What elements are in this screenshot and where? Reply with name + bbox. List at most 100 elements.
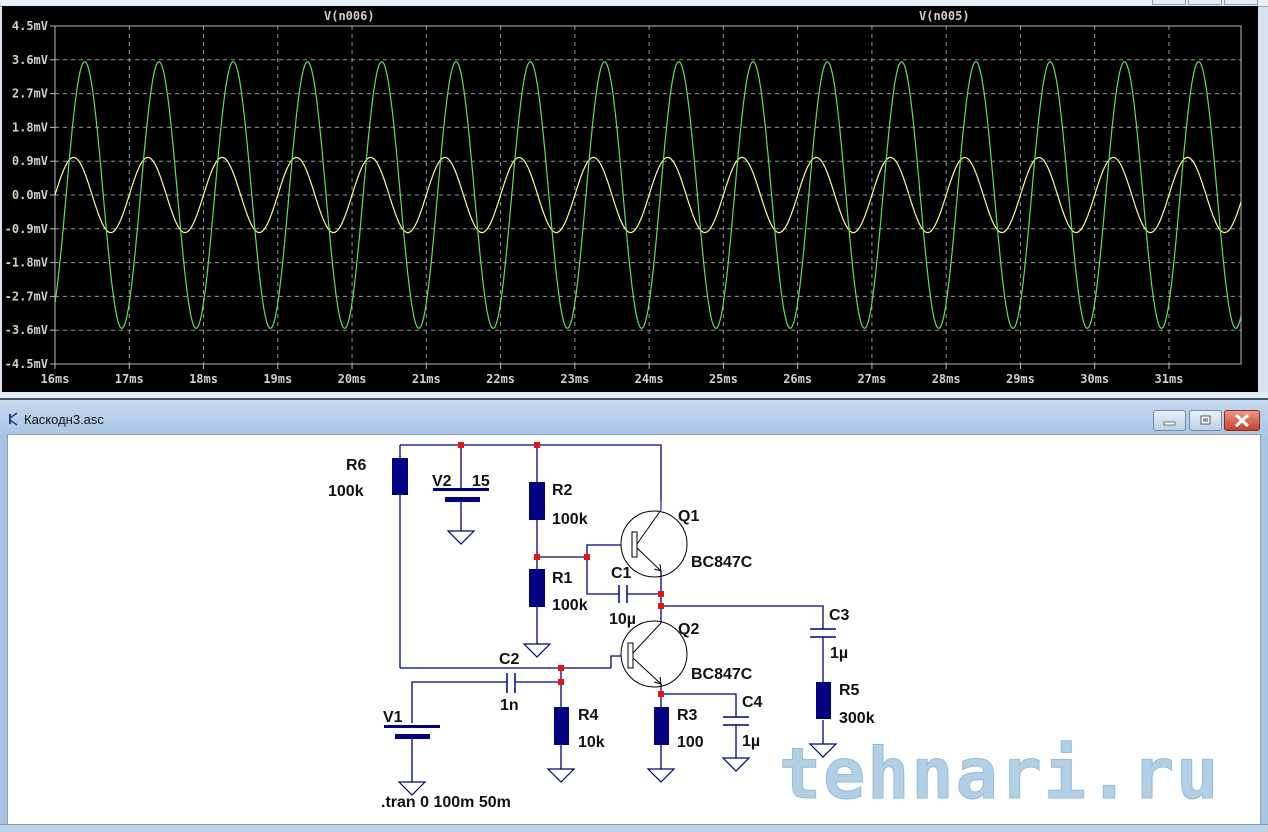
r5-ref: R5 — [839, 682, 860, 699]
y-tick-label: -4.5mV — [5, 357, 48, 371]
voltage-source-v2[interactable] — [433, 488, 489, 502]
x-tick-label: 25ms — [709, 372, 738, 386]
v1-ref: V1 — [383, 709, 403, 726]
close-button[interactable] — [1224, 410, 1260, 431]
minimize-button[interactable] — [1152, 0, 1186, 5]
resistor-r6[interactable] — [392, 458, 408, 495]
maximize-button[interactable] — [1188, 0, 1222, 5]
ground-icon — [397, 781, 427, 796]
ground-icon — [522, 643, 552, 658]
schematic-canvas[interactable]: R6 100k V2 15 R2 100k R1 100k Q1 BC847C … — [7, 434, 1261, 826]
y-tick-label: -2.7mV — [5, 289, 48, 303]
r5-value[interactable]: 300k — [839, 710, 875, 727]
x-tick-label: 18ms — [189, 372, 218, 386]
ground-icon — [446, 530, 476, 545]
c2-value[interactable]: 1n — [500, 697, 519, 714]
trace-v-n005 — [54, 61, 1242, 329]
capacitors — [506, 585, 836, 726]
r1-value[interactable]: 100k — [552, 597, 588, 614]
ground-icon — [721, 757, 751, 772]
waveform-window-buttons — [1152, 0, 1258, 5]
x-tick-label: 16ms — [41, 372, 70, 386]
voltage-source-v1[interactable] — [384, 725, 440, 739]
q1-ref: Q1 — [678, 508, 699, 525]
r6-ref: R6 — [346, 457, 367, 474]
resistor-r5[interactable] — [816, 682, 831, 719]
schematic-drawing[interactable]: R6 100k V2 15 R2 100k R1 100k Q1 BC847C … — [7, 434, 1261, 826]
minimize-icon — [1163, 421, 1176, 426]
watermark: tehnari.ru — [779, 733, 1220, 815]
x-tick-label: 29ms — [1006, 372, 1035, 386]
maximize-button[interactable] — [1189, 410, 1222, 431]
r2-ref: R2 — [552, 482, 573, 499]
y-axis: 4.5mV 3.6mV 2.7mV 1.8mV 0.9mV 0.0mV -0.9mV -1.8… — [5, 19, 55, 371]
r3-ref: R3 — [677, 707, 698, 724]
window-bottom-frame — [0, 824, 1268, 832]
traces — [54, 61, 1242, 329]
capacitor-c3[interactable] — [810, 628, 836, 638]
transistor-q2[interactable] — [620, 620, 688, 688]
minimize-button[interactable] — [1153, 410, 1186, 431]
y-tick-label: 0.9mV — [12, 154, 48, 168]
resistor-r3[interactable] — [654, 707, 669, 745]
x-tick-label: 30ms — [1080, 372, 1109, 386]
y-tick-label: -1.8mV — [5, 256, 48, 270]
spice-directive[interactable]: .tran 0 100m 50m — [381, 794, 511, 811]
y-tick-label: -0.9mV — [5, 222, 48, 236]
y-tick-label: 3.6mV — [12, 53, 48, 67]
x-tick-label: 20ms — [338, 372, 367, 386]
v2-ref: V2 — [432, 473, 452, 490]
trace-label-v-n006[interactable]: V(n006) — [324, 9, 375, 23]
close-icon — [1234, 413, 1250, 428]
y-tick-label: -3.6mV — [5, 323, 48, 337]
ground-icon — [808, 743, 838, 758]
ltspice-transistor-icon — [9, 412, 18, 426]
r4-value[interactable]: 10k — [578, 734, 605, 751]
capacitor-c1[interactable] — [618, 585, 628, 603]
capacitor-c4[interactable] — [723, 716, 749, 726]
y-tick-label: 2.7mV — [12, 87, 48, 101]
resistor-r1[interactable] — [529, 569, 545, 607]
waveform-chart[interactable]: 4.5mV 3.6mV 2.7mV 1.8mV 0.9mV 0.0mV -0.9mV -1.8… — [2, 6, 1258, 392]
window-title: Каскодн3.asc — [24, 412, 104, 427]
close-button[interactable] — [1224, 0, 1258, 5]
x-tick-label: 19ms — [263, 372, 292, 386]
resistors — [392, 458, 831, 745]
r4-ref: R4 — [578, 707, 599, 724]
x-tick-label: 22ms — [486, 372, 515, 386]
q1-model[interactable]: BC847C — [691, 554, 753, 571]
x-tick-label: 28ms — [932, 372, 961, 386]
capacitor-c2[interactable] — [506, 673, 516, 693]
x-tick-label: 23ms — [560, 372, 589, 386]
x-tick-label: 26ms — [783, 372, 812, 386]
schematic-window: Каскодн3.asc — [0, 400, 1268, 831]
y-tick-label: 0.0mV — [12, 188, 48, 202]
q2-model[interactable]: BC847C — [691, 666, 753, 683]
maximize-icon — [1200, 415, 1211, 425]
waveform-viewer-window: 4.5mV 3.6mV 2.7mV 1.8mV 0.9mV 0.0mV -0.9mV -1.8… — [0, 0, 1268, 398]
x-tick-label: 17ms — [115, 372, 144, 386]
c3-value[interactable]: 1µ — [830, 645, 848, 662]
grid — [55, 26, 1241, 364]
resistor-r2[interactable] — [529, 482, 545, 520]
y-tick-label: 4.5mV — [12, 19, 48, 33]
c4-value[interactable]: 1µ — [742, 733, 760, 750]
v2-value[interactable]: 15 — [472, 473, 490, 490]
x-tick-label: 31ms — [1155, 372, 1184, 386]
x-tick-label: 21ms — [412, 372, 441, 386]
ground-icon — [646, 768, 676, 783]
ground-icon — [546, 768, 576, 783]
r3-value[interactable]: 100 — [677, 734, 704, 751]
c1-value[interactable]: 10µ — [609, 611, 636, 628]
r2-value[interactable]: 100k — [552, 511, 588, 528]
junction-dots — [458, 442, 664, 697]
trace-label-v-n005[interactable]: V(n005) — [919, 9, 970, 23]
resistor-r4[interactable] — [554, 707, 569, 745]
x-tick-label: 24ms — [635, 372, 664, 386]
r6-value[interactable]: 100k — [328, 483, 364, 500]
c4-ref: C4 — [742, 694, 763, 711]
trace-v-n006 — [54, 156, 1242, 234]
waveform-plot-pane[interactable]: 4.5mV 3.6mV 2.7mV 1.8mV 0.9mV 0.0mV -0.9mV -1.8… — [2, 6, 1258, 392]
y-tick-label: 1.8mV — [12, 120, 48, 134]
transistor-q1[interactable] — [620, 501, 688, 578]
